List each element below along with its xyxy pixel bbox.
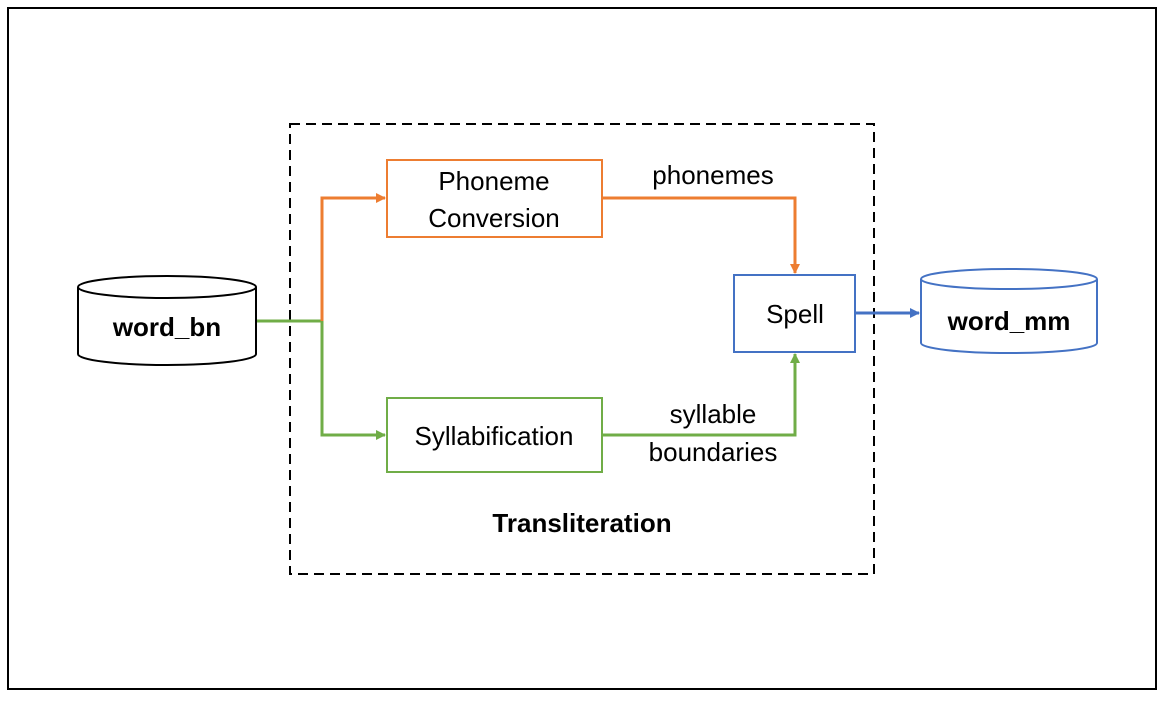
syllabification-node: Syllabification [386, 397, 603, 473]
phoneme-conversion-label-line2: Conversion [428, 203, 560, 233]
phoneme-conversion-label-line1: Phoneme [438, 166, 549, 196]
phoneme-conversion-node: Phoneme Conversion [386, 159, 603, 238]
arrow-phonemes-to-spell [603, 196, 800, 274]
phonemes-edge-label: phonemes [652, 160, 773, 190]
syllable-edge-label-line1: syllable [670, 399, 757, 429]
word-mm-label: word_mm [947, 306, 1071, 336]
syllabification-label: Syllabification [415, 421, 574, 451]
syllable-edge-label-line2: boundaries [649, 437, 778, 467]
spell-label: Spell [766, 299, 824, 329]
transliteration-group-box [289, 123, 875, 575]
arrow-to-syllabification [320, 321, 386, 440]
transliteration-group-label: Transliteration [492, 508, 671, 538]
arrow-syllables-to-spell [603, 353, 800, 437]
spell-node: Spell [733, 274, 856, 353]
word-bn-store: word_bn [77, 275, 257, 366]
arrow-to-phoneme-conversion [320, 193, 386, 321]
word-bn-label: word_bn [112, 312, 221, 342]
word-mm-store: word_mm [920, 268, 1098, 354]
